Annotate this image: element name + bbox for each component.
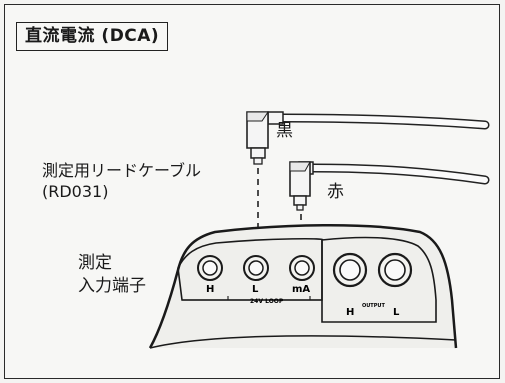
figure-title: 直流電流 (DCA) [16, 22, 169, 51]
output-h-label: H [346, 307, 354, 318]
loop-bracket [227, 296, 311, 301]
jack-l-label: L [252, 284, 259, 295]
red-probe [289, 161, 490, 211]
instrument-panel [148, 223, 458, 349]
terminal-label-line2: 入力端子 [78, 276, 146, 296]
cable-model: (RD031) [42, 182, 109, 201]
loop-label: 24V LOOP [250, 298, 284, 305]
terminal-label-line1: 測定 [78, 253, 112, 273]
cable-label: 測定用リードケーブル [42, 161, 202, 180]
jack-h [197, 255, 223, 281]
output-l-label: L [393, 307, 400, 318]
output-jack-h [332, 252, 368, 288]
jack-ma [289, 255, 315, 281]
jack-l [243, 255, 269, 281]
output-jack-l [377, 252, 413, 288]
jack-ma-label: mA [292, 284, 310, 295]
black-probe-label: 黒 [276, 121, 293, 141]
jack-h-label: H [206, 284, 214, 295]
red-probe-label: 赤 [327, 182, 344, 202]
output-caption: OUTPUT [362, 303, 385, 309]
terminal-label: 測定 入力端子 [78, 252, 146, 298]
black-probe [246, 111, 490, 165]
